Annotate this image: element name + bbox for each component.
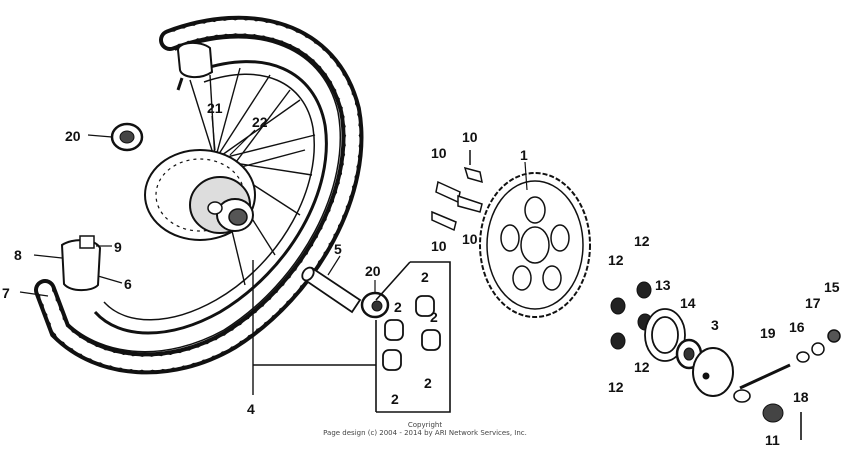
callout-12b: 12 xyxy=(634,233,650,249)
callout-7: 7 xyxy=(2,285,10,301)
damper-rubbers xyxy=(382,295,441,371)
rear-rim xyxy=(93,60,328,335)
callout-4: 4 xyxy=(247,401,255,417)
callout-12d: 12 xyxy=(608,379,624,395)
rear-tire xyxy=(34,15,364,375)
callout-1: 1 xyxy=(520,147,528,163)
callout-2b: 2 xyxy=(394,299,402,315)
callout-9: 9 xyxy=(114,239,122,255)
callout-10d: 10 xyxy=(431,238,447,254)
callout-6: 6 xyxy=(124,276,132,292)
damper-bracket xyxy=(375,261,451,413)
nut-11 xyxy=(762,403,784,423)
callout-3: 3 xyxy=(711,317,719,333)
callout-11: 11 xyxy=(765,432,780,448)
leader-lines-4 xyxy=(252,260,376,395)
callout-14: 14 xyxy=(680,295,696,311)
bearing-20-center xyxy=(360,291,390,319)
callout-13: 13 xyxy=(655,277,671,293)
callout-16: 16 xyxy=(789,319,805,335)
callout-10a: 10 xyxy=(462,129,478,145)
tube-valve-top xyxy=(176,42,214,91)
callout-19: 19 xyxy=(760,325,776,341)
chain-adjuster-19 xyxy=(733,363,791,403)
callout-12c: 12 xyxy=(634,359,650,375)
callout-17: 17 xyxy=(805,295,821,311)
callout-10c: 10 xyxy=(462,231,478,247)
callout-15: 15 xyxy=(824,279,840,295)
callout-2c: 2 xyxy=(430,309,438,325)
sprocket-studs xyxy=(431,150,483,232)
sprocket-1 xyxy=(479,172,591,318)
callout-2a: 2 xyxy=(421,269,429,285)
callout-5: 5 xyxy=(334,241,342,257)
copyright-line: Copyright xyxy=(407,421,443,429)
callout-20b: 20 xyxy=(365,263,381,279)
callout-leaders xyxy=(19,115,528,297)
callout-20a: 20 xyxy=(65,128,81,144)
page-design-credit: Page design (c) 2004 - 2014 by ARI Netwo… xyxy=(323,429,527,437)
callout-21: 21 xyxy=(207,100,223,116)
lock-plate-13 xyxy=(644,308,686,362)
bearing-20-left xyxy=(110,122,144,152)
rear-hub xyxy=(144,149,256,241)
callout-18: 18 xyxy=(793,389,809,405)
axle-sleeve-5 xyxy=(301,266,362,314)
tube-flap-left xyxy=(60,235,102,292)
callout-2e: 2 xyxy=(391,391,399,407)
callout-22: 22 xyxy=(252,114,268,130)
hardware-15-16-17 xyxy=(796,329,841,363)
callout-10b: 10 xyxy=(431,145,447,161)
cap-3 xyxy=(692,347,734,397)
callout-12a: 12 xyxy=(608,252,624,268)
callout-2d: 2 xyxy=(424,375,432,391)
callout-labels: 1 2 2 2 2 2 3 4 5 6 7 8 9 10 10 10 10 11… xyxy=(2,100,840,448)
callout-8: 8 xyxy=(14,247,22,263)
